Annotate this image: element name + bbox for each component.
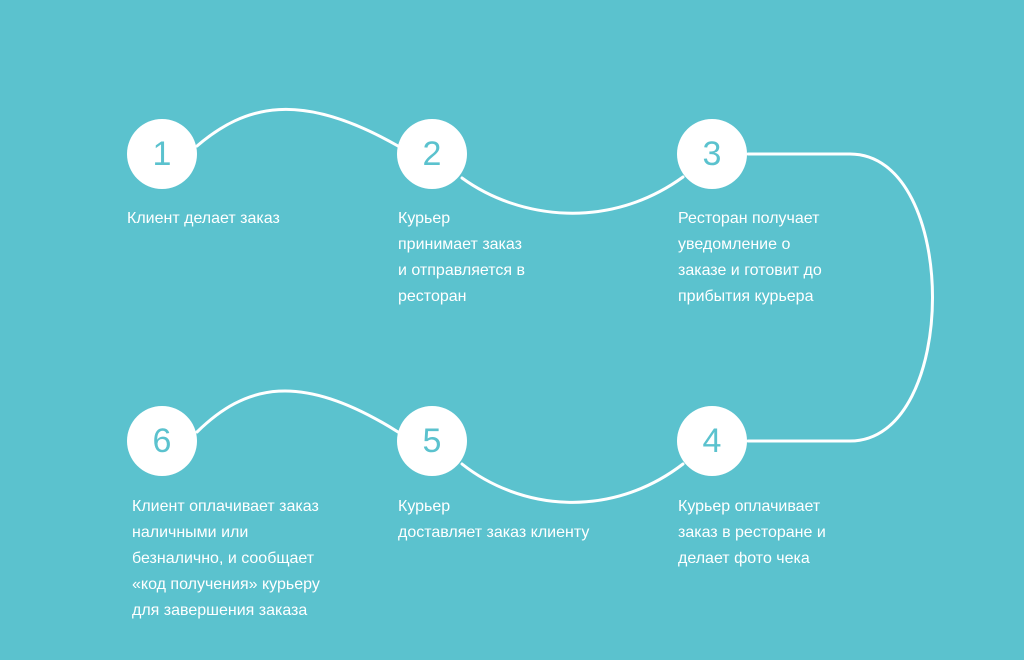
step-5-circle: 5 <box>397 406 467 476</box>
connector-4-5 <box>460 462 685 504</box>
step-4-circle: 4 <box>677 406 747 476</box>
step-2-text: Курьер принимает заказ и отправляется в … <box>398 210 525 305</box>
connector-1-2 <box>195 108 400 148</box>
step-1-number: 1 <box>152 135 172 173</box>
connector-2-3 <box>460 175 685 215</box>
step-5-number: 5 <box>422 422 442 460</box>
step-6-text: Клиент оплачивает заказ наличными или бе… <box>132 498 320 619</box>
step-1-circle: 1 <box>127 119 197 189</box>
connector-5-6 <box>195 389 400 434</box>
step-2-circle: 2 <box>397 119 467 189</box>
step-6-circle: 6 <box>127 406 197 476</box>
step-3-circle: 3 <box>677 119 747 189</box>
step-1-text: Клиент делает заказ <box>127 210 280 227</box>
connector-3-4 <box>746 152 934 443</box>
step-5-text: Курьер доставляет заказ клиенту <box>398 498 590 541</box>
step-4-number: 4 <box>702 422 722 460</box>
step-6-number: 6 <box>152 422 172 460</box>
step-2-number: 2 <box>422 135 442 173</box>
step-3-number: 3 <box>702 135 722 173</box>
step-3-text: Ресторан получает уведомление о заказе и… <box>678 210 822 305</box>
step-4-text: Курьер оплачивает заказ в ресторане и де… <box>678 498 826 567</box>
